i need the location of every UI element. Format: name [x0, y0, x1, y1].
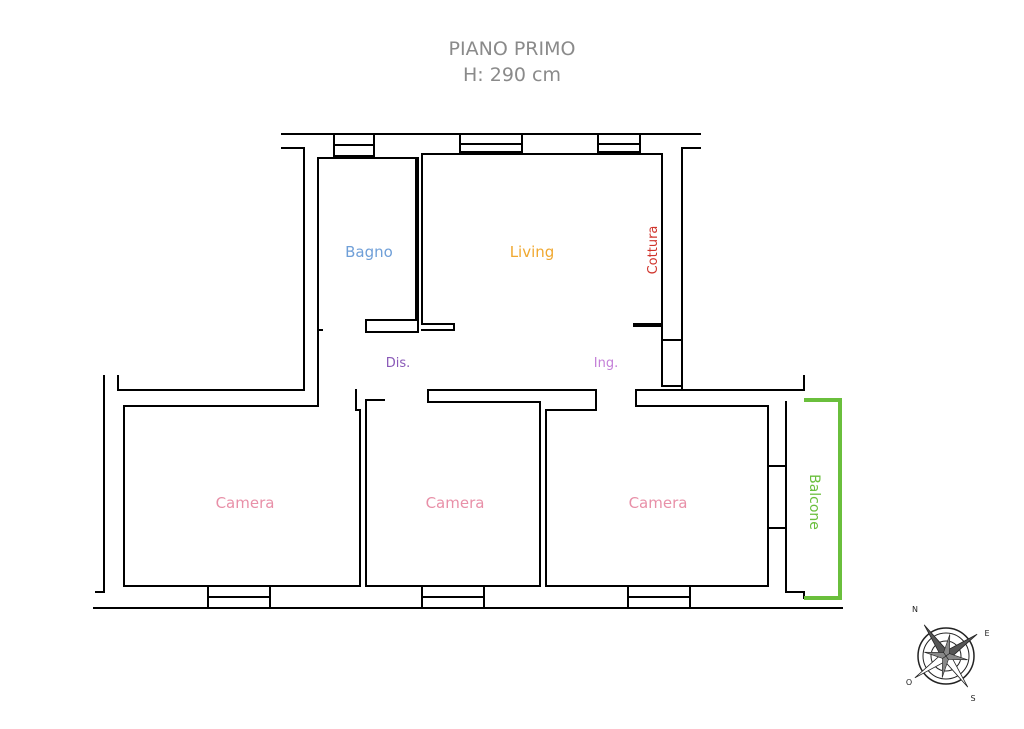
window-bottom-right	[627, 585, 691, 609]
walls	[93, 133, 843, 609]
window-bottom-middle	[421, 585, 485, 609]
room-label-bagno: Bagno	[345, 243, 393, 261]
room-label-camera-left: Camera	[216, 494, 275, 512]
room-label-living: Living	[510, 243, 555, 261]
balcony-railing	[804, 398, 842, 600]
compass-s-label: S	[970, 694, 975, 703]
compass-o-label: O	[906, 678, 912, 687]
window-top-bagno	[333, 133, 375, 157]
window-top-right	[597, 133, 641, 153]
room-label-cottura: Cottura	[646, 226, 661, 275]
window-bottom-left	[207, 585, 271, 609]
floor-name: PIANO PRIMO	[448, 38, 576, 60]
plan-title: PIANO PRIMO H: 290 cm	[0, 36, 1024, 88]
room-label-camera-middle: Camera	[426, 494, 485, 512]
compass-n-label: N	[912, 605, 918, 614]
room-label-dis: Dis.	[386, 356, 411, 371]
room-label-camera-right: Camera	[629, 494, 688, 512]
window-top-living	[459, 133, 523, 153]
room-label-balcone: Balcone	[806, 474, 822, 530]
room-label-ing: Ing.	[594, 356, 618, 371]
ceiling-height: H: 290 cm	[463, 64, 561, 86]
compass-e-label: E	[984, 629, 989, 638]
compass-rose-icon: N E S O	[906, 605, 990, 703]
